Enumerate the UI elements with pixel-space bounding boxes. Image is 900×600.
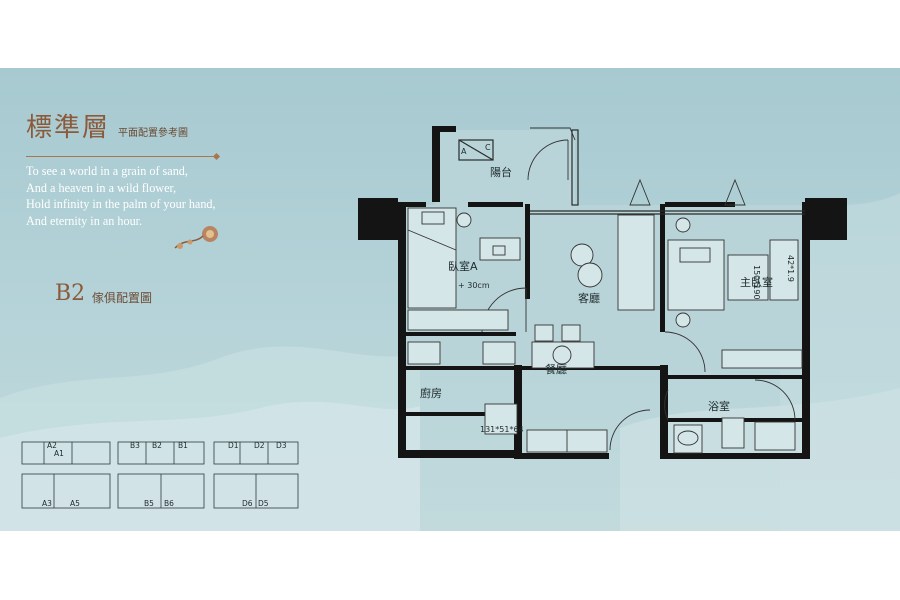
page-title: 標準層 [26, 113, 111, 143]
floor-plan: 陽台 臥室A 客廳 主臥室 廚房 餐廳 浴室 A C + 30cm 150*19… [358, 126, 847, 459]
key-plan-label: A1 [54, 449, 64, 458]
poem-line: And a heaven in a wild flower, [26, 180, 177, 195]
flower-ornament-icon [174, 226, 218, 249]
key-plan-label: D5 [258, 499, 269, 508]
room-label: 餐廳 [545, 362, 567, 376]
walls [358, 126, 847, 459]
key-plan-label: B3 [130, 441, 140, 450]
master-side-dimension: 42*1.9 [786, 255, 795, 282]
title-divider [26, 156, 216, 157]
room-label: 陽台 [490, 165, 512, 179]
fridge-dimension: 131*51*64 [480, 425, 524, 434]
key-plan-label: D2 [254, 441, 265, 450]
poem-line: To see a world in a grain of sand, [26, 164, 188, 178]
key-plan-label: A3 [42, 499, 52, 508]
room-label: 主臥室 [740, 275, 773, 289]
bed-dimension: + 30cm [458, 281, 490, 290]
sofa [617, 214, 655, 311]
room-label: 臥室A [448, 259, 478, 273]
room-label: 浴室 [708, 399, 730, 413]
poem-line: Hold infinity in the palm of your hand, [26, 197, 216, 211]
fridge [484, 403, 518, 435]
poem-line: And eternity in an hour. [26, 213, 143, 228]
unit-code: B2 [55, 281, 86, 306]
sink [482, 341, 516, 365]
key-plan: A2 A1 B3 B2 B1 D1 D2 D3 A3 A5 B5 B6 D6 D… [21, 441, 299, 509]
room-label: 廚房 [420, 386, 442, 400]
balcony-c-label: C [485, 143, 491, 152]
key-plan-label: B1 [178, 441, 188, 450]
key-plan-label: D3 [276, 441, 287, 450]
bed-a [407, 207, 457, 309]
master-bed-dimension: 150*190 [752, 265, 761, 300]
shower [754, 421, 796, 451]
page-subtitle: 平面配置參考圖 [118, 128, 188, 139]
poem-block: To see a world in a grain of sand, And a… [26, 163, 216, 229]
mountain-mist-background [0, 193, 900, 531]
key-plan-label: B6 [164, 499, 174, 508]
key-plan-label: D1 [228, 441, 239, 450]
key-plan-label: B2 [152, 441, 162, 450]
key-plan-label: A5 [70, 499, 80, 508]
room-label: 客廳 [578, 291, 600, 305]
key-plan-label: D6 [242, 499, 253, 508]
stove [407, 341, 441, 365]
key-plan-label: B5 [144, 499, 154, 508]
key-plan-label: A2 [47, 441, 57, 450]
balcony-a-label: A [461, 147, 467, 156]
unit-subtitle: 傢俱配置圖 [92, 291, 153, 305]
toilet [721, 417, 745, 449]
